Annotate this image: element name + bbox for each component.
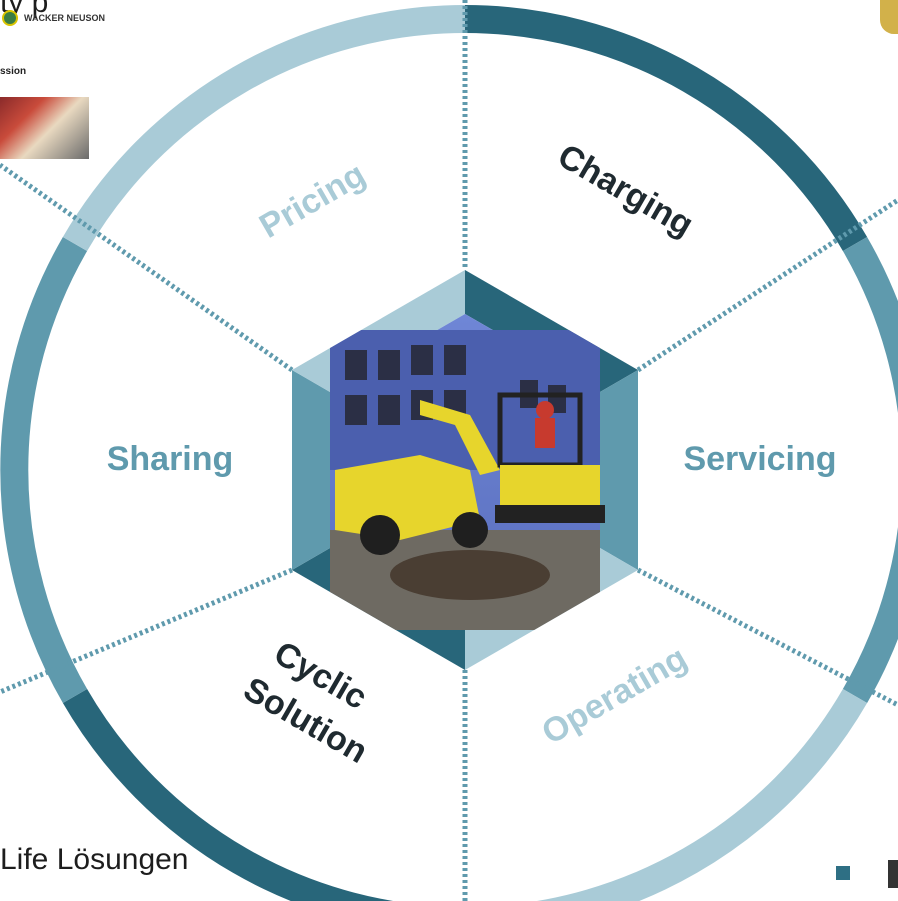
brand-logo: WACKER NEUSON <box>2 10 105 26</box>
footer-partial-text: Life Lösungen <box>0 843 189 876</box>
segment-label-sharing: Sharing <box>107 440 234 478</box>
ring-arc-operating <box>536 688 868 901</box>
hex-frame-left <box>292 370 330 570</box>
ring-arc-cyclic <box>62 688 394 901</box>
ring-arc-servicing <box>842 236 898 704</box>
ring-arc-pricing <box>62 5 466 252</box>
brand-mark-icon <box>2 10 18 26</box>
decorative-corner-image <box>880 0 898 34</box>
partial-right-element <box>888 860 898 888</box>
center-excavator-image <box>330 314 605 630</box>
brand-name: WACKER NEUSON <box>24 12 106 23</box>
hex-frame-right <box>600 370 638 570</box>
ring-arc-charging <box>464 5 868 252</box>
ring-arc-sharing <box>0 236 88 704</box>
square-bullet-icon <box>836 866 850 880</box>
thumbnail-image <box>0 97 89 159</box>
segment-label-servicing: Servicing <box>683 440 836 478</box>
mission-text: ssion <box>0 66 27 77</box>
